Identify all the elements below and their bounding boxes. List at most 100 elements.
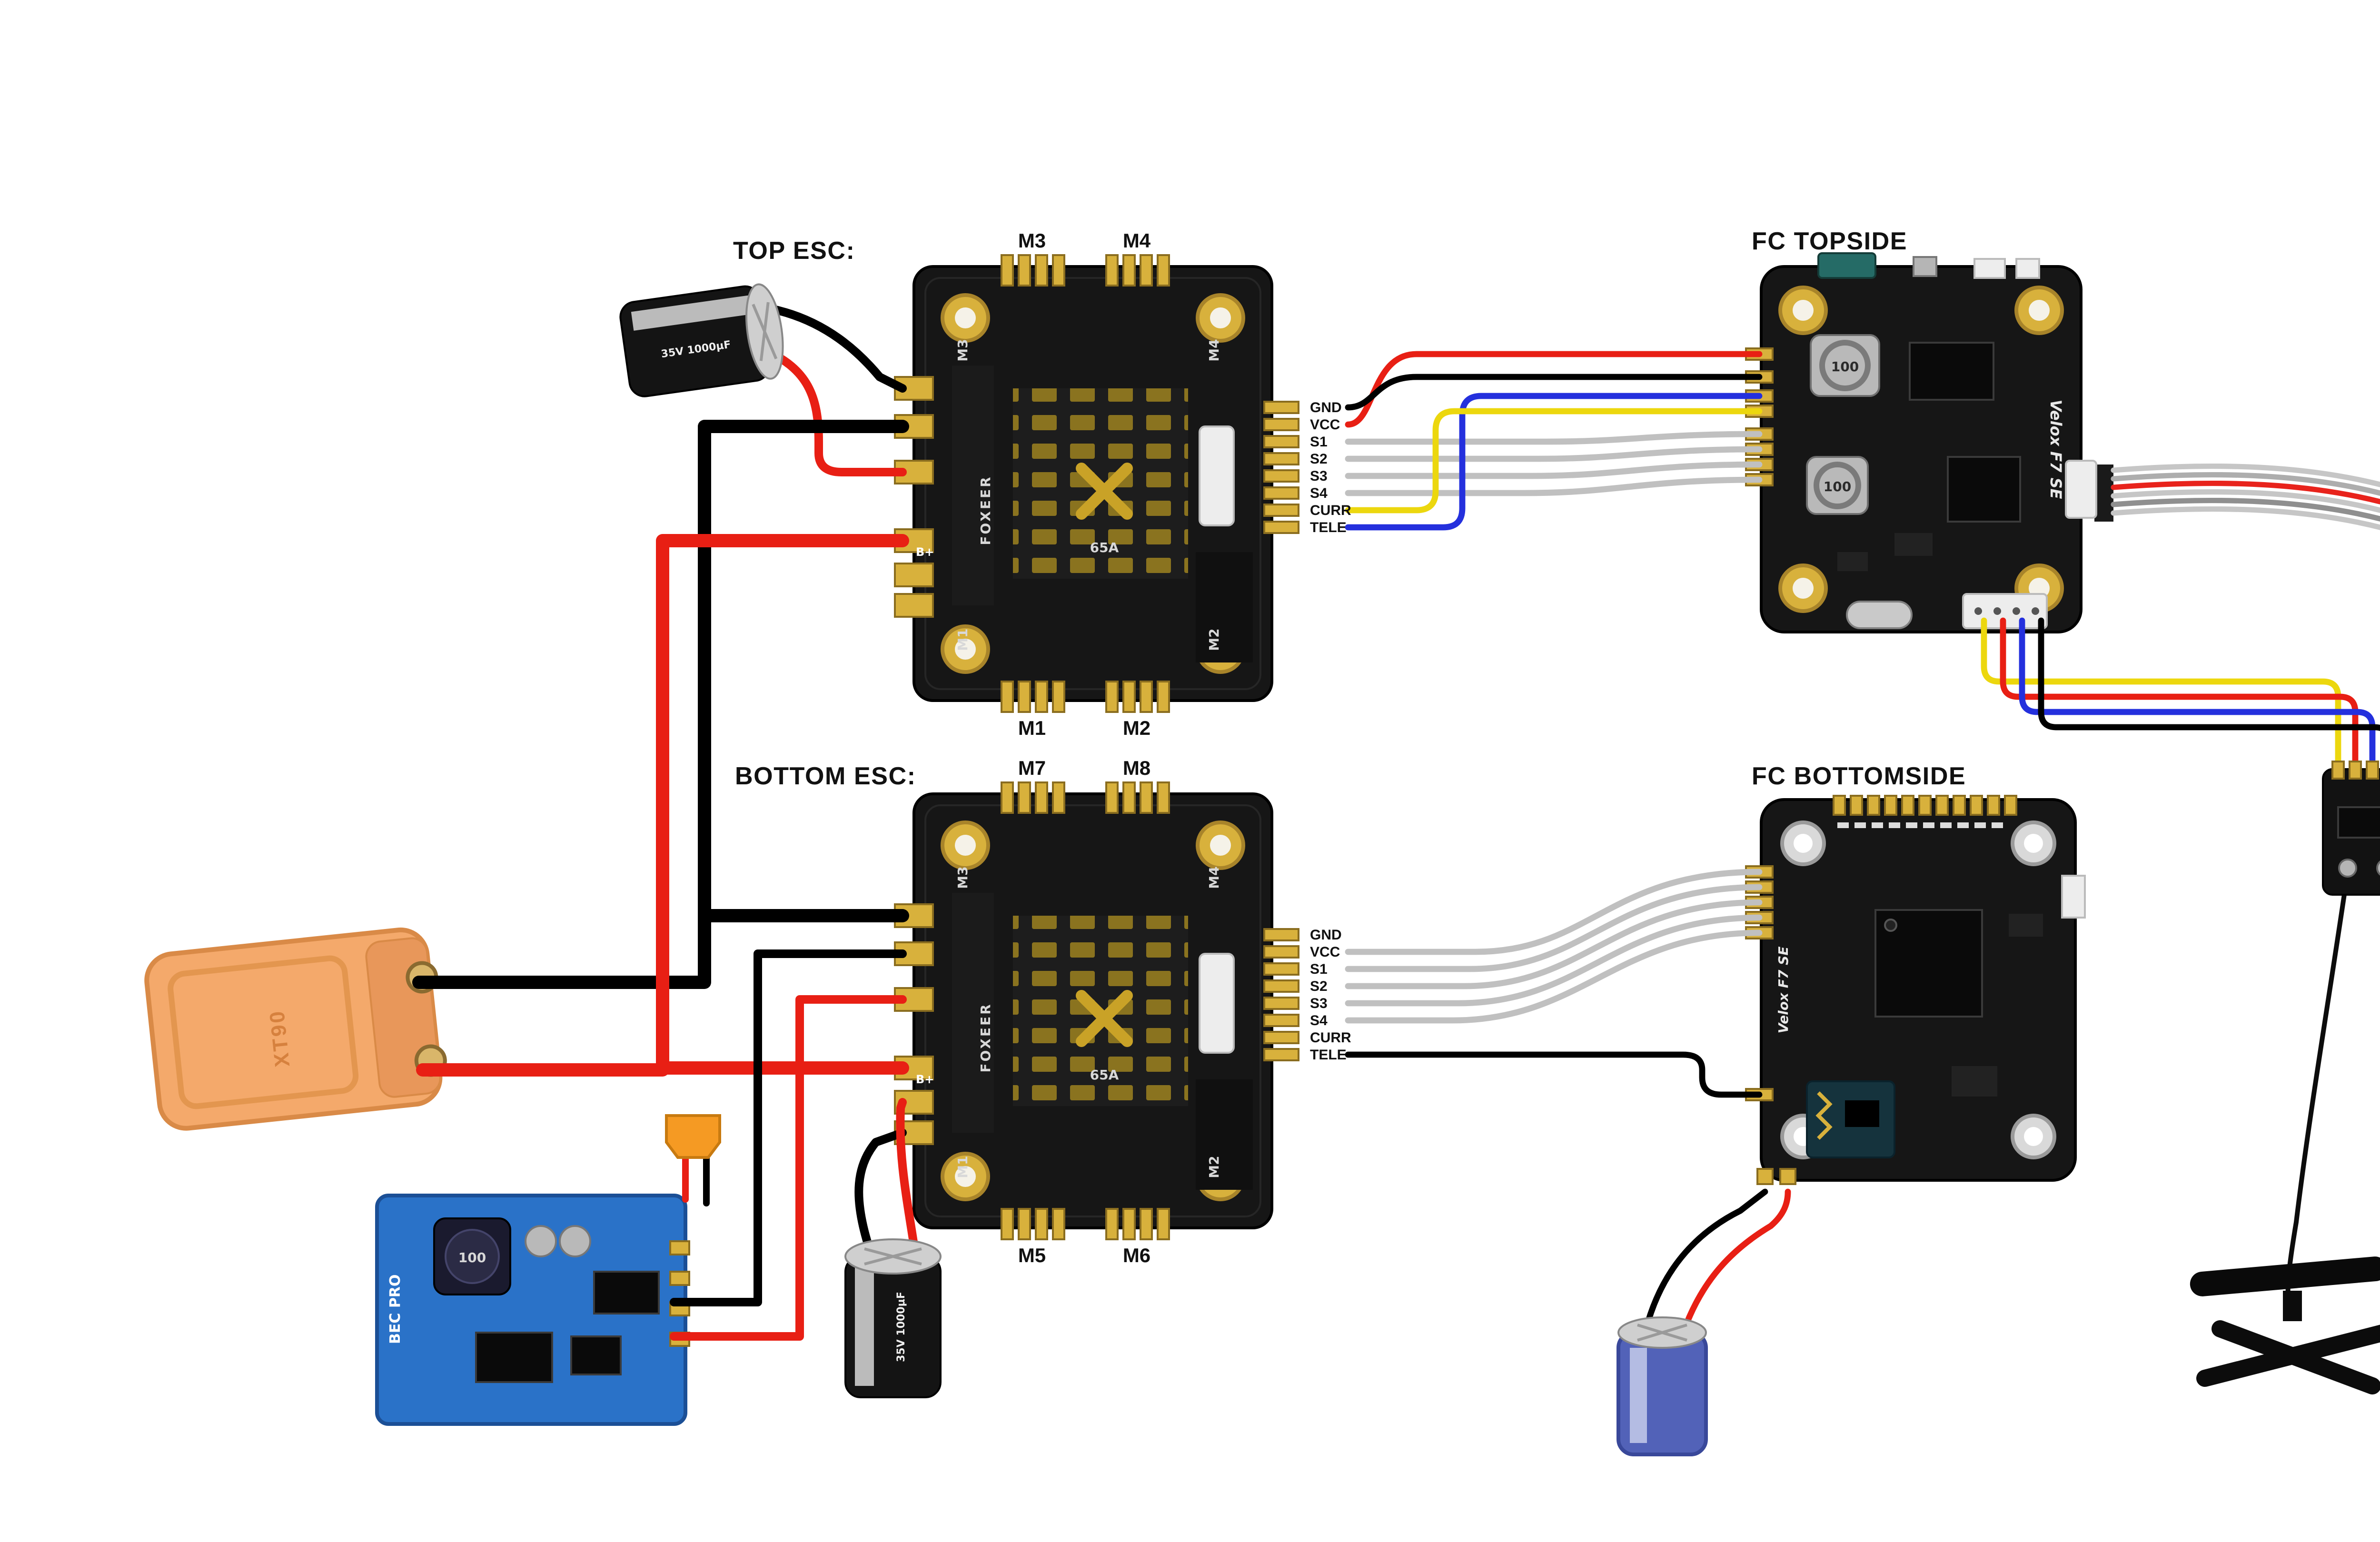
bec-ground-wire — [670, 949, 907, 1306]
bottom-esc-capacitor — [845, 1098, 941, 1397]
cap-negative-lead — [1642, 1188, 1768, 1336]
xt90-shading — [168, 955, 359, 1109]
antenna-stand — [2196, 1320, 2380, 1394]
blue-cap-vent — [1637, 1324, 1687, 1342]
smd-part — [1952, 1066, 1997, 1097]
barometer — [1817, 252, 1876, 279]
rx-red-wire — [2000, 617, 2359, 769]
rx-yellow-wire — [1981, 617, 2341, 769]
fc-bottomside-board: Velox F7 SE — [1745, 795, 2086, 1185]
labels: TOP ESC: BOTTOM ESC: FC TOPSIDE FC BOTTO… — [733, 227, 1966, 1266]
bec-cap — [525, 1225, 557, 1257]
ribbon-cable — [2094, 463, 2380, 530]
fc-capacitor — [1616, 1188, 1791, 1456]
jst-connector — [2015, 258, 2040, 279]
top-esc-board — [895, 255, 1299, 712]
camera-connector — [2065, 460, 2097, 519]
boot-button — [1913, 256, 1937, 277]
motor-label-m1: M1 — [1018, 717, 1046, 739]
ic-chip — [1947, 456, 2021, 523]
fc-model-silk: Velox F7 SE — [2047, 399, 2065, 499]
receiver-module — [2285, 761, 2380, 1308]
rx-black-wire — [2038, 617, 2380, 731]
bec-inductor-value: 100 — [458, 1250, 486, 1265]
bec-board: 100 BEC PRO — [375, 1194, 690, 1426]
power-wires — [412, 420, 909, 1341]
ribbon-strand — [2111, 463, 2380, 487]
s3-wire — [1345, 461, 1763, 479]
antenna-post — [2283, 1291, 2302, 1321]
vcc-wire — [1345, 869, 1763, 955]
s1-wire — [1345, 884, 1763, 972]
silkscreen-marks — [1837, 822, 2003, 828]
motor-label-m4: M4 — [1123, 229, 1151, 252]
mcu-dot — [1884, 919, 1897, 932]
smd-part — [2009, 914, 2043, 937]
jst-connector — [1973, 258, 2006, 279]
xt30-connector — [665, 1114, 721, 1206]
tele-wire — [1345, 393, 1763, 531]
antenna-coax-left — [2285, 870, 2350, 1308]
antenna-trace — [1815, 1091, 1833, 1140]
inductor-coil — [1819, 340, 1871, 391]
ic-chip — [1909, 342, 1994, 401]
top-esc-capacitor — [618, 282, 907, 476]
inductor-value: 100 — [1824, 479, 1851, 494]
gnd-wire — [1345, 374, 1763, 411]
s4-wire — [1345, 476, 1763, 496]
cap-positive-lead — [1680, 1188, 1791, 1336]
fc-to-receiver-wires — [1981, 617, 2380, 769]
inductor-coil — [1814, 462, 1861, 509]
bottom-esc-signal-wires — [1345, 869, 1763, 1098]
motor-label-m7: M7 — [1018, 757, 1046, 779]
ribbon-strand — [2111, 497, 2380, 522]
pin — [2013, 607, 2020, 615]
top-esc-signal-wires — [1345, 351, 1763, 531]
motor-label-m3: M3 — [1018, 229, 1046, 252]
curr-wire — [1345, 408, 1763, 514]
top-esc-pin-labels — [1310, 400, 1351, 535]
xt30-body — [665, 1114, 721, 1159]
fc-bottomside-heading: FC BOTTOMSIDE — [1752, 762, 1966, 790]
bottom-esc-pin-labels — [1310, 927, 1351, 1063]
bec-inductor-coil — [445, 1229, 500, 1284]
antenna-bar — [2190, 1256, 2380, 1296]
ribbon-strand — [2111, 472, 2380, 496]
s2-wire — [1345, 899, 1763, 989]
s2-wire — [1345, 446, 1763, 462]
top-esc-heading: TOP ESC: — [733, 237, 855, 265]
motor-label-m2: M2 — [1123, 717, 1150, 739]
bec-ic — [475, 1332, 553, 1383]
pin — [1993, 607, 2001, 615]
fc-topside-heading: FC TOPSIDE — [1752, 227, 1907, 255]
bec-name: BEC PRO — [387, 1275, 404, 1344]
rx-blue-wire — [2019, 617, 2376, 769]
receiver-chip — [2337, 806, 2380, 839]
ribbon-strand — [2111, 506, 2380, 530]
ufl-connector — [2338, 859, 2357, 878]
motor-label-m8: M8 — [1123, 757, 1150, 779]
bec-cap — [559, 1225, 591, 1257]
vcc-wire — [1345, 351, 1763, 428]
battery-positive-to-top-esc — [416, 534, 909, 1077]
bec-ic — [570, 1335, 622, 1375]
fc-model-silk: Velox F7 SE — [1775, 947, 1791, 1034]
ble-chip — [1845, 1100, 1879, 1127]
top-pad-row — [1833, 795, 2017, 816]
cap-positive-lead — [896, 1098, 918, 1249]
cap-negative-lead — [854, 1128, 907, 1249]
inductor-value: 100 — [1831, 359, 1859, 375]
ribbon-plug-fc — [2094, 465, 2113, 522]
ufl-connector — [2376, 860, 2380, 876]
pin — [2032, 607, 2039, 615]
xt90-connector: XT90 — [144, 927, 447, 1131]
tele-wire — [1345, 1051, 1763, 1098]
s1-wire — [1345, 431, 1763, 445]
immortal-t-antenna-left — [2190, 1256, 2380, 1394]
pin — [1974, 607, 1982, 615]
motor-label-m5: M5 — [1018, 1244, 1046, 1266]
cap-positive-lead — [761, 346, 907, 476]
bottom-esc-heading: BOTTOM ESC: — [735, 762, 916, 790]
smd-part — [1837, 552, 1868, 571]
bec-positive-wire — [670, 995, 907, 1341]
